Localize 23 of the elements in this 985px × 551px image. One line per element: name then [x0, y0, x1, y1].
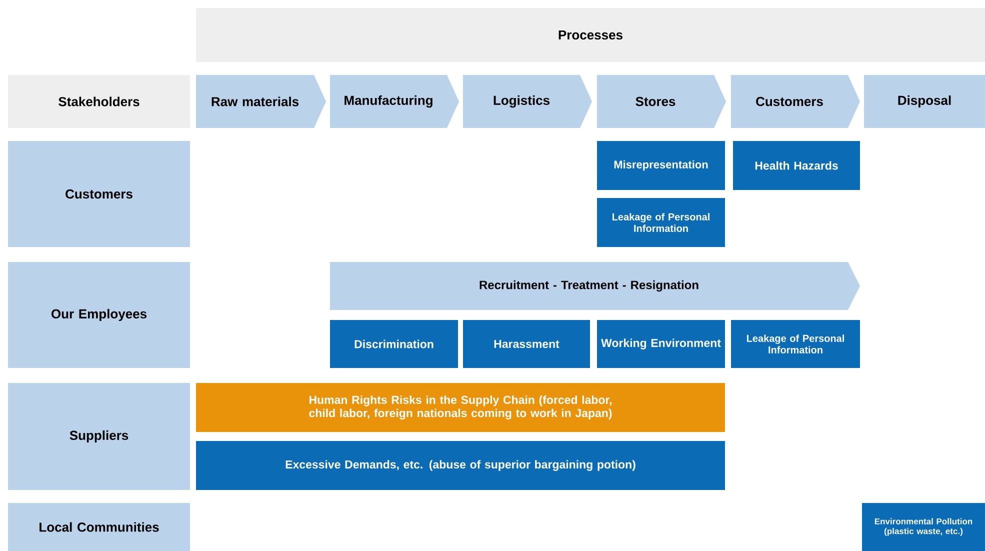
header-band: Processes	[196, 8, 985, 62]
header-cell: Stakeholders	[8, 75, 190, 128]
risk-box: Environmental Pollution (plastic waste, etc.)	[862, 503, 985, 551]
process-step-tab: Disposal	[864, 75, 985, 128]
risk-box: Excessive Demands, etc. (abuse of superior bargaining potion)	[196, 441, 725, 490]
stakeholder-cell: Our Employees	[8, 262, 190, 368]
risk-box: Health Hazards	[733, 141, 860, 190]
risk-box: Working Environment	[597, 320, 725, 368]
risk-box: Leakage of Personal Information	[731, 320, 860, 368]
process-step-tab: Logistics	[463, 75, 592, 128]
process-step-tab: Stores	[597, 75, 726, 128]
stakeholder-cell: Local Communities	[8, 503, 190, 551]
stakeholder-cell: Customers	[8, 141, 190, 247]
process-step-tab: Customers	[731, 75, 860, 128]
process-step-tab: Raw materials	[196, 75, 326, 128]
risk-box: Misrepresentation	[597, 141, 725, 190]
risk-box: Leakage of Personal Information	[597, 198, 725, 247]
risk-box: Discrimination	[330, 320, 458, 368]
process-step-tab: Manufacturing	[330, 75, 459, 128]
stakeholder-cell: Suppliers	[8, 383, 190, 490]
risk-box: Harassment	[463, 320, 590, 368]
process-step-tab: Recruitment - Treatment - Resignation	[330, 262, 860, 310]
risk-box: Human Rights Risks in the Supply Chain (forced labor, child labor, foreign nationals coming to work in Japan)	[196, 383, 725, 432]
